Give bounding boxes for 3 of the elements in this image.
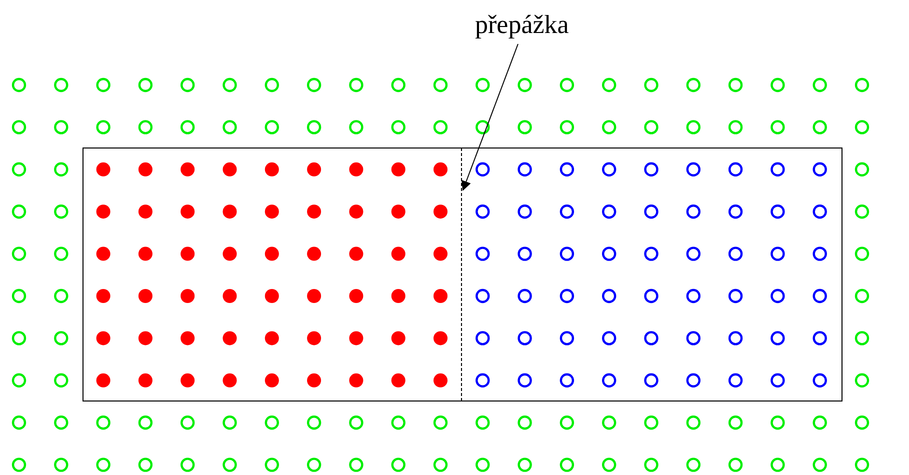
leader-arrow <box>462 44 518 191</box>
partition-line <box>461 148 464 401</box>
partition-label: přepážka <box>475 12 569 38</box>
